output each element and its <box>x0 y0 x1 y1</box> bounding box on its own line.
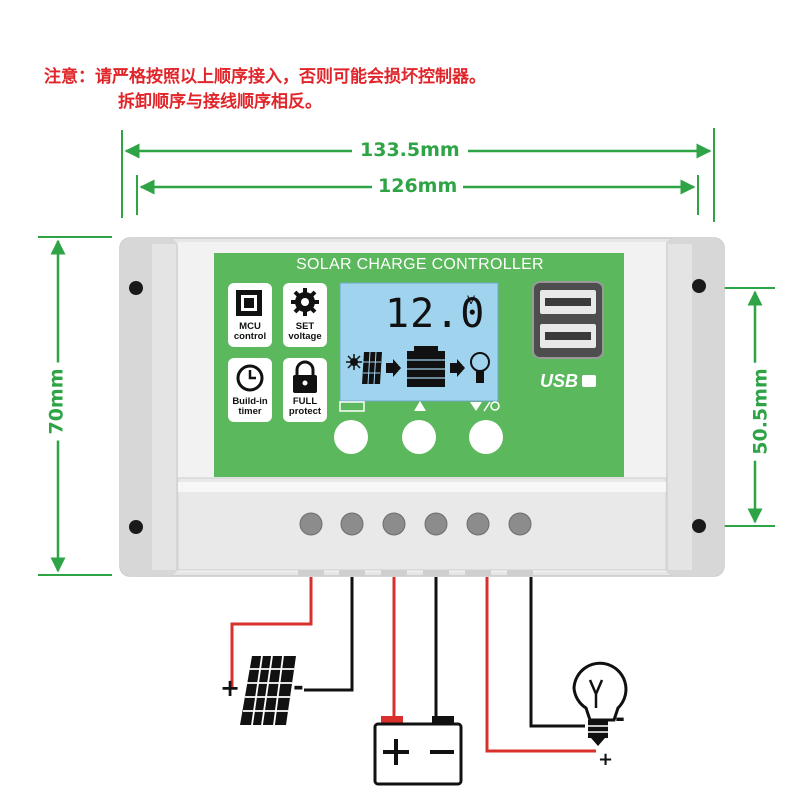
terminal-screws <box>299 512 532 536</box>
feature-icons <box>228 283 327 422</box>
gear-icon <box>291 288 319 316</box>
sun-icon <box>346 354 362 370</box>
arrow-icon <box>386 359 401 377</box>
button-up <box>402 420 436 454</box>
wire-load-negative <box>529 577 585 728</box>
mount-hole-top-right <box>692 279 706 293</box>
usb-ports <box>532 281 604 387</box>
arrow-icon <box>450 359 465 377</box>
chip-icon <box>236 290 262 316</box>
load-plus-sign: + <box>598 749 614 770</box>
usb-label: USB <box>540 371 579 391</box>
button-down <box>469 420 503 454</box>
dim-hole-height-label: 50.5mm <box>747 362 775 461</box>
panel-plus-sign: + <box>220 674 241 702</box>
lock-icon <box>293 360 317 393</box>
lcd-bulb-icon <box>470 352 490 383</box>
mount-hole-bottom-right <box>692 519 706 533</box>
light-bulb-icon <box>572 661 628 746</box>
wires <box>230 577 596 753</box>
mount-hole-top-left <box>129 281 143 295</box>
clock-icon <box>236 364 264 392</box>
up-icon <box>414 401 426 411</box>
extension-lines <box>38 128 775 576</box>
wire-panel-negative <box>304 577 354 692</box>
notice-line-2: 拆卸顺序与接线顺序相反。 <box>118 92 322 112</box>
button-symbols <box>339 401 500 412</box>
solar-panel-icon <box>240 655 296 726</box>
dim-hole-width-label: 126mm <box>372 177 464 196</box>
button-menu <box>334 420 368 454</box>
wire-load-positive <box>485 577 596 753</box>
lcd-voltage-readout: 12.0 <box>385 291 486 337</box>
mount-hole-bottom-left <box>129 520 143 534</box>
battery-mode-icon <box>339 401 365 412</box>
battery-icon <box>373 716 463 786</box>
lcd-solar-panel-icon <box>362 351 382 385</box>
usb-plug-icon <box>582 375 596 387</box>
panel-title: SOLAR CHARGE CONTROLLER <box>296 256 544 273</box>
wire-panel-positive <box>230 577 313 688</box>
lcd-battery-icon <box>407 346 445 387</box>
terminal-slots <box>298 570 533 576</box>
notice-line-1: 注意：请严格按照以上顺序接入，否则可能会损坏控制器。 <box>44 67 486 87</box>
dim-outer-width-label: 133.5mm <box>352 141 468 160</box>
lcd-unit: V <box>467 293 476 307</box>
load-minus-sign: - <box>615 704 625 732</box>
dim-height-label: 70mm <box>43 362 71 441</box>
down-light-icon <box>470 401 500 412</box>
lcd-flow-icons <box>346 346 490 387</box>
panel-minus-sign: - <box>293 672 304 702</box>
